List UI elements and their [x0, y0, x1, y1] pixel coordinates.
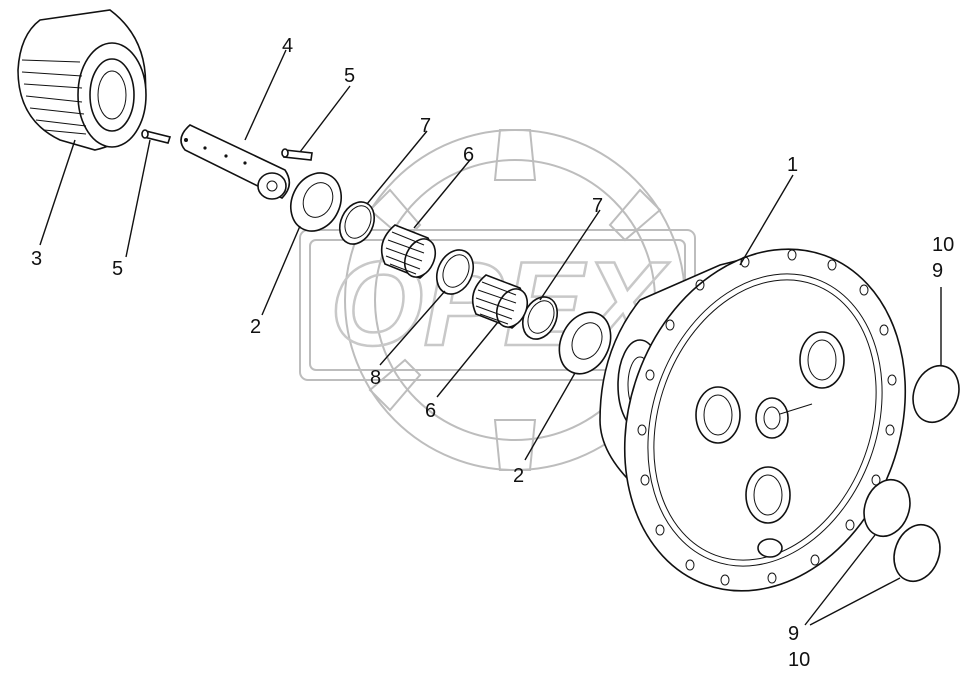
- label-part-6-top: 6: [463, 144, 474, 166]
- pin-right: [281, 148, 313, 161]
- label-part-4: 4: [282, 35, 293, 57]
- part-labels: 1 4 5 3 5 2 7 6 8 7 6 2 10 9 9 10: [31, 35, 954, 671]
- label-part-9-top: 9: [932, 260, 943, 282]
- label-part-2-left: 2: [250, 316, 261, 338]
- label-part-7-right: 7: [592, 195, 603, 217]
- pin-left: [141, 129, 172, 144]
- label-part-10-top: 10: [932, 234, 954, 256]
- needle-bearing-right: [471, 274, 529, 329]
- label-part-7-left: 7: [420, 115, 431, 137]
- label-part-5-top: 5: [344, 65, 355, 87]
- planet-gear: [17, 9, 147, 151]
- label-part-5-bottom: 5: [112, 258, 123, 280]
- thrust-washer-left: [290, 172, 342, 232]
- label-part-2-right: 2: [513, 465, 524, 487]
- thrust-washer-right: [558, 311, 612, 375]
- label-part-8: 8: [370, 367, 381, 389]
- bearing-spacer: [435, 249, 475, 295]
- needle-bearing-left: [380, 224, 437, 279]
- retaining-ring-left: [338, 201, 376, 245]
- label-part-6-bottom: 6: [425, 400, 436, 422]
- label-part-10-bottom: 10: [788, 649, 810, 671]
- label-part-9-bottom: 9: [788, 623, 799, 645]
- planet-carrier: [599, 248, 907, 592]
- label-part-3: 3: [31, 248, 42, 270]
- label-part-1: 1: [787, 154, 798, 176]
- flange-bolt-holes: [637, 249, 897, 586]
- plug-lower-left: [863, 478, 911, 538]
- plug-lower-right: [893, 523, 941, 583]
- leader-lines: [39, 49, 942, 626]
- planet-shaft: [180, 124, 291, 200]
- plug-top-right: [912, 364, 960, 424]
